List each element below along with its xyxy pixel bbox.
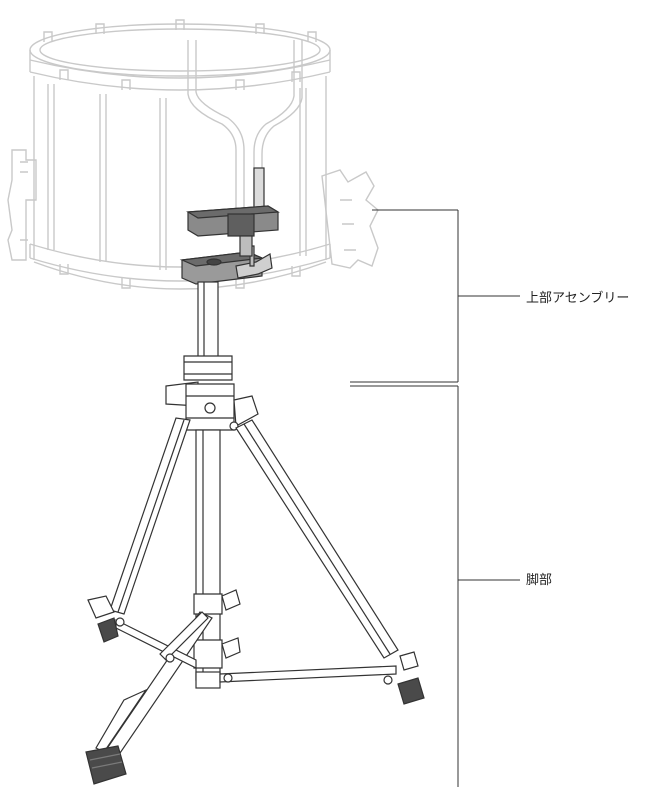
- upper-clamp-assembly: [179, 167, 280, 285]
- left-foot: [97, 617, 119, 643]
- callout-brackets: [350, 209, 520, 787]
- right-foot: [397, 677, 425, 705]
- legs-label: 脚部: [526, 573, 553, 588]
- upper-assembly-label: 上部アセンブリー: [526, 291, 630, 306]
- marching-snare-drum: [7, 19, 379, 290]
- leg-stand-assembly: [85, 281, 425, 785]
